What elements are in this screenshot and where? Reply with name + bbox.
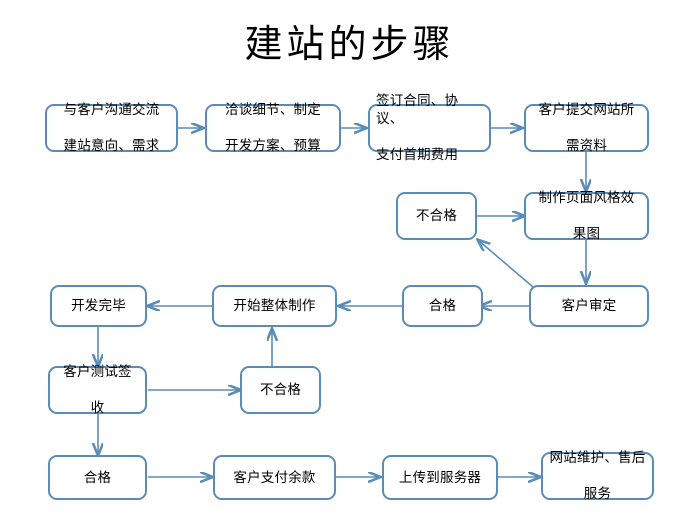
- node-n12[interactable]: 不合格: [240, 366, 321, 414]
- node-n11[interactable]: 客户测试签 收: [48, 364, 147, 416]
- node-n1-line2: 建站意向、需求: [63, 138, 160, 154]
- node-n14[interactable]: 客户支付余款: [213, 455, 336, 500]
- node-n11-line1: 客户测试签: [63, 364, 132, 380]
- node-n16-line1: 网站维护、售后: [549, 450, 646, 466]
- node-n3-line1: 签订合同、协议、: [376, 93, 459, 127]
- node-n2[interactable]: 洽谈细节、制定 开发方案、预算: [205, 102, 341, 154]
- node-n6-line2: 果图: [572, 226, 601, 242]
- node-n6-line1: 制作页面风格效: [538, 190, 635, 206]
- node-n1-line1: 与客户沟通交流: [63, 102, 160, 118]
- node-n5[interactable]: 不合格: [396, 192, 477, 240]
- node-n4[interactable]: 客户提交网站所 需资料: [524, 102, 649, 154]
- node-n9[interactable]: 合格: [402, 285, 483, 327]
- node-n11-line2: 收: [90, 400, 105, 416]
- page-title: 建站的步骤: [244, 22, 455, 66]
- node-n6[interactable]: 制作页面风格效 果图: [524, 190, 649, 242]
- node-n1[interactable]: 与客户沟通交流 建站意向、需求: [45, 102, 178, 154]
- node-n14-label: 客户支付余款: [233, 469, 316, 486]
- node-n3[interactable]: 签订合同、协议、 支付首期费用: [368, 93, 491, 163]
- node-n15[interactable]: 上传到服务器: [382, 455, 498, 500]
- node-n2-line2: 开发方案、预算: [225, 138, 321, 154]
- node-n12-label: 不合格: [259, 382, 302, 398]
- node-n8-label: 开始整体制作: [233, 298, 316, 314]
- node-n4-line2: 需资料: [565, 138, 608, 154]
- node-n8[interactable]: 开始整体制作: [212, 285, 337, 327]
- node-n4-line1: 客户提交网站所: [538, 102, 635, 118]
- node-n10[interactable]: 客户审定: [529, 285, 649, 327]
- node-n2-line1: 洽谈细节、制定: [225, 102, 321, 118]
- node-n13-label: 合格: [83, 469, 112, 486]
- node-n13[interactable]: 合格: [48, 455, 147, 500]
- node-n3-line2: 支付首期费用: [376, 147, 459, 163]
- node-n16[interactable]: 网站维护、售后 服务: [541, 450, 654, 502]
- node-n5-label: 不合格: [415, 208, 458, 224]
- node-n9-label: 合格: [428, 298, 457, 314]
- edge-n10-n5: [478, 240, 534, 288]
- node-n7-label: 开发完毕: [71, 298, 126, 314]
- node-n16-line2: 服务: [583, 486, 612, 502]
- node-n7[interactable]: 开发完毕: [50, 285, 147, 327]
- node-n10-label: 客户审定: [561, 298, 617, 314]
- node-n15-label: 上传到服务器: [398, 469, 482, 486]
